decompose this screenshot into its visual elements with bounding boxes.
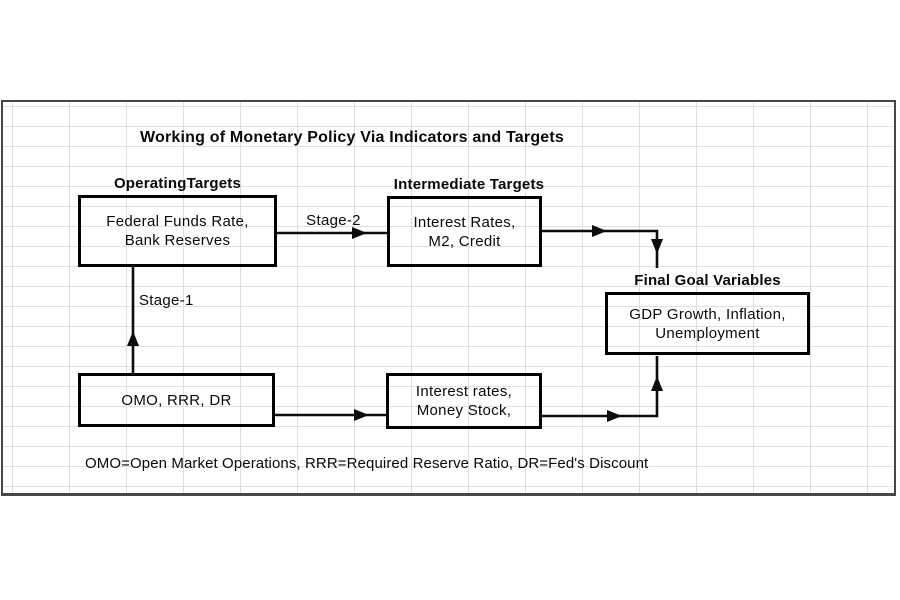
- label-operating-targets: OperatingTargets: [113, 175, 242, 192]
- box-policy-instruments: OMO, RRR, DR: [78, 373, 275, 427]
- arrow-intermediate-to-final: [542, 225, 663, 268]
- label-final-goal-variables: Final Goal Variables: [634, 272, 781, 289]
- arrow-stage2: [277, 227, 388, 239]
- arrow-stage1: [127, 267, 139, 373]
- box-intermediate-targets: Interest Rates, M2, Credit: [387, 196, 542, 267]
- arrow-lower-to-final: [542, 356, 663, 422]
- box-operating-targets-line2: Bank Reserves: [124, 232, 231, 249]
- box-lower-intermediate-line1: Interest rates,: [415, 383, 513, 400]
- diagram-title: Working of Monetary Policy Via Indicator…: [140, 129, 565, 146]
- legend-footnote: OMO=Open Market Operations, RRR=Required…: [85, 455, 649, 472]
- box-intermediate-targets-line1: Interest Rates,: [413, 213, 516, 231]
- worksheet-frame: [1, 100, 896, 496]
- box-lower-intermediate-line2: Money Stock,: [416, 402, 512, 419]
- box-lower-intermediate: Interest rates, Money Stock,: [386, 373, 542, 429]
- box-final-goal-variables-line1: GDP Growth, Inflation,: [629, 305, 786, 323]
- box-final-goal-variables: GDP Growth, Inflation, Unemployment: [605, 292, 810, 355]
- box-operating-targets: Federal Funds Rate, Bank Reserves: [78, 195, 277, 267]
- box-intermediate-targets-line2: M2, Credit: [428, 232, 501, 250]
- arrow-instruments-to-lower: [275, 409, 386, 421]
- label-intermediate-targets: Intermediate Targets: [393, 176, 545, 193]
- box-final-goal-variables-line2: Unemployment: [655, 324, 760, 342]
- box-operating-targets-line1: Federal Funds Rate,: [106, 213, 249, 230]
- stage2-label: Stage-2: [306, 212, 361, 229]
- box-policy-instruments-line1: OMO, RRR, DR: [121, 391, 232, 409]
- stage1-label: Stage-1: [139, 292, 194, 309]
